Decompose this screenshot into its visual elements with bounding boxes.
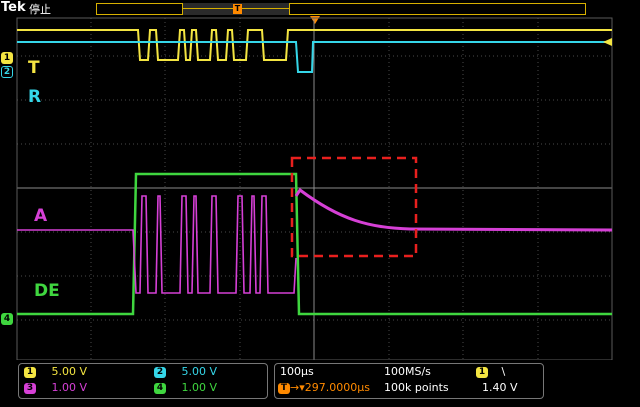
trigger-source-readout[interactable]: 1 \ (476, 365, 505, 378)
trigger-level[interactable]: 1.40 V (482, 381, 518, 394)
record-length[interactable]: 100k points (384, 381, 449, 394)
ch1-t-waveform (17, 29, 612, 61)
ch3-a-decay (294, 187, 613, 232)
trigger-source-badge: 1 (476, 366, 488, 378)
trace-label-r: R (28, 87, 42, 107)
ch3-a-waveform (17, 195, 297, 294)
horizontal-scale[interactable]: 100μs (280, 365, 314, 378)
graticule-border (16, 17, 613, 360)
trigger-position-icon[interactable] (310, 16, 320, 24)
ch2-scale: 5.00 V (181, 365, 218, 378)
ch1-ground-marker[interactable]: 1 (1, 52, 13, 64)
record-view-bar[interactable] (96, 3, 586, 15)
ch3-readout[interactable]: 3 1.00 V (24, 381, 87, 394)
acquisition-state: 停止 (29, 3, 51, 16)
trigger-arrow-icon: →▾ (290, 381, 305, 394)
ch1-badge: 1 (24, 366, 36, 378)
ch4-scale: 1.00 V (181, 381, 218, 394)
trigger-level-icon (603, 38, 612, 46)
waveform-display[interactable] (0, 0, 640, 360)
ch4-badge: 4 (154, 382, 166, 394)
record-trigger-marker: T (233, 4, 242, 14)
brand-logo: Tek (1, 0, 26, 15)
trigger-position-readout[interactable]: T→▾297.0000μs (278, 381, 370, 394)
timebase-trigger-panel[interactable] (274, 363, 544, 399)
trigger-t-icon: T (278, 382, 290, 394)
trace-label-t: T (28, 58, 40, 78)
top-status-bar: Tek 停止 T (0, 0, 640, 24)
trigger-slope-icon: \ (501, 365, 506, 378)
trigger-position: 297.0000μs (304, 381, 370, 394)
ch2-badge: 2 (154, 366, 166, 378)
trace-label-a: A (34, 206, 48, 226)
ch4-de-waveform (17, 172, 612, 316)
ch1-scale: 5.00 V (51, 365, 88, 378)
ch1-readout[interactable]: 1 5.00 V (24, 365, 87, 378)
ch3-scale: 1.00 V (51, 381, 88, 394)
ch2-ground-marker[interactable]: 2 (1, 66, 13, 78)
ch4-readout[interactable]: 4 1.00 V (154, 381, 217, 394)
status-panel: 1 5.00 V 3 1.00 V 2 5.00 V 4 1.00 V 100μ… (0, 360, 640, 407)
ch2-readout[interactable]: 2 5.00 V (154, 365, 217, 378)
graticule-center-axes (17, 18, 612, 360)
trace-label-de: DE (34, 281, 60, 301)
channel-readout-panel[interactable] (18, 363, 268, 399)
sample-rate[interactable]: 100MS/s (384, 365, 431, 378)
ch4-ground-marker[interactable]: 4 (1, 313, 13, 325)
highlight-box (290, 156, 418, 258)
ch2-r-waveform (17, 41, 612, 73)
ch3-badge: 3 (24, 382, 36, 394)
